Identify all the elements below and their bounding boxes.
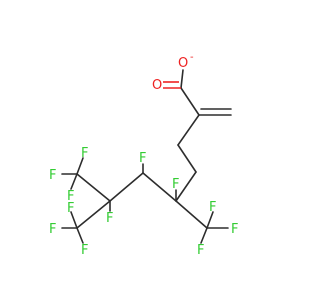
molecule-diagram: O O - F F F F F F F F F F F F [0,0,300,300]
atom-o-double: O [152,78,162,93]
bond-c5-c7 [142,172,177,202]
bond-c10-f-up [76,157,84,175]
bond-c8-c10 [76,173,111,202]
bond-c1-o-single [180,69,184,89]
bond-c6-f-up [206,211,214,229]
atom-f-c8: F [106,211,113,226]
atom-f-c6-down: F [197,243,204,258]
bond-c5-c6 [175,200,208,229]
bond-c4-c5 [175,171,197,202]
atom-f-c6-right: F [231,222,238,237]
bond-c3-c4 [177,144,197,173]
atom-f-c9-up: F [67,201,74,216]
atom-f-c10-left: F [49,168,56,183]
atom-f-c7: F [139,151,146,166]
atom-o-charge: - [190,52,194,63]
atom-f-c9-down: F [81,243,88,258]
bond-c2-c3 [177,114,200,146]
atom-f-c9-left: F [49,222,56,237]
background [0,0,300,300]
atom-labels: O O - F F F F F F F F F F F F [49,52,238,258]
bond-c1-c2 [180,87,200,116]
atom-f-c10-down: F [67,189,74,204]
bond-c7-c8 [109,172,144,202]
bond-c9-f-down [76,227,84,244]
bond-c9-f-up [70,211,78,229]
bonds [61,69,232,244]
bond-c6-f-down [200,227,208,244]
atom-f-c6-up: F [209,200,216,215]
atom-f-c10-up: F [81,146,88,161]
bond-c10-f-down [70,173,78,190]
bond-c8-c9 [76,200,111,229]
atom-o-single: O [178,56,188,71]
atom-f-c5: F [172,177,179,192]
